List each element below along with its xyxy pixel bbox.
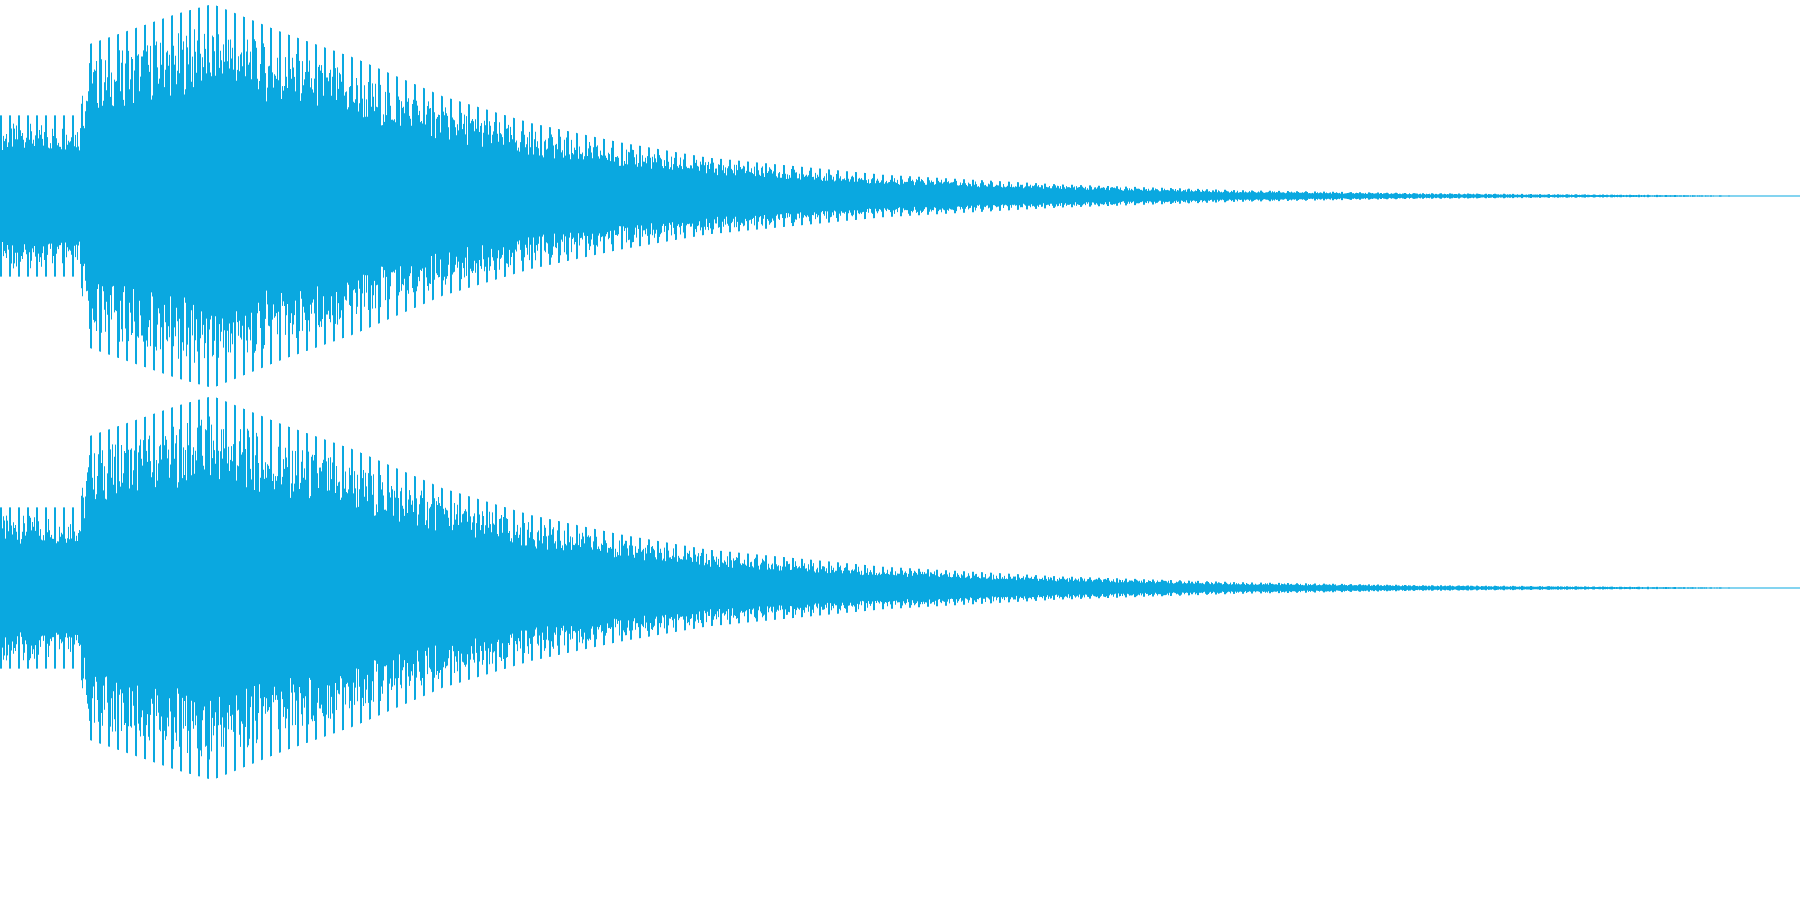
channel-1-waveform-peaks [0, 5, 1765, 387]
channel-2-waveform [0, 397, 1800, 779]
channel-1-waveform [0, 5, 1800, 387]
channel-2-waveform-peaks [0, 397, 1765, 779]
